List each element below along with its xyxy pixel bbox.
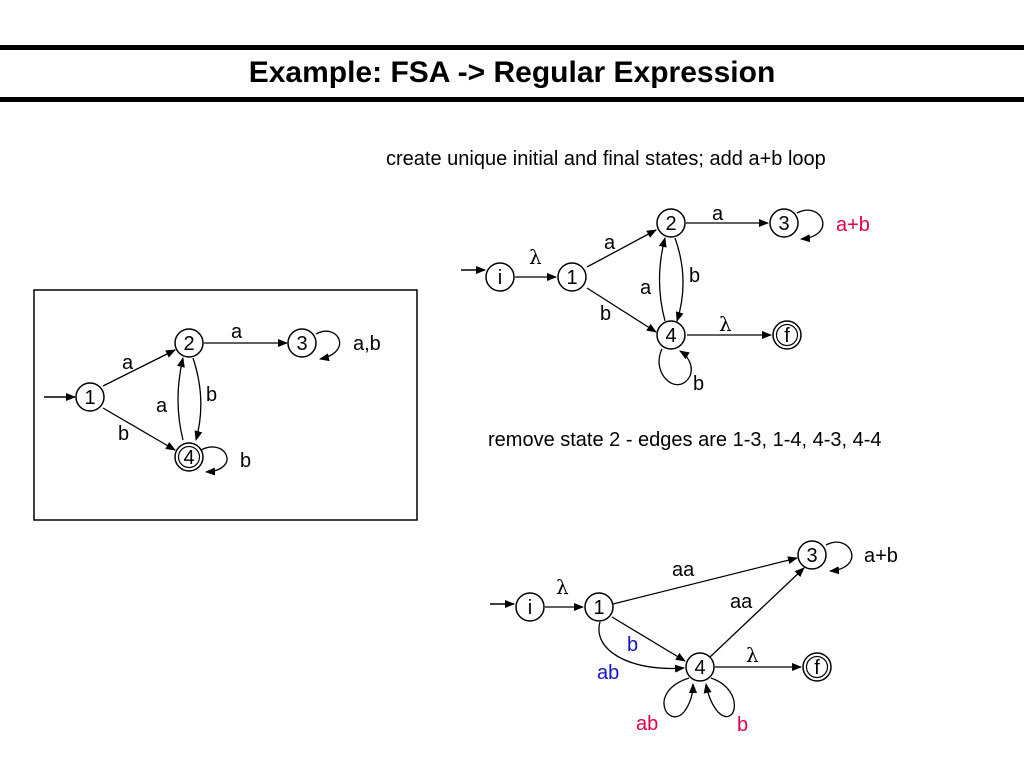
step1-state-f — [772, 320, 802, 350]
step2-edge-1-4-b — [611, 616, 686, 662]
step1-edge-1-4 — [586, 287, 657, 333]
state-4-label: 4 — [183, 447, 194, 469]
step1-state-4 — [656, 320, 686, 350]
step2-state-3-label: 3 — [806, 545, 817, 567]
step2-state-i — [515, 592, 545, 622]
step1-state-i — [485, 262, 515, 292]
step1-state-4-label: 4 — [665, 325, 676, 347]
step2-loop-4-ab — [663, 677, 697, 718]
edge-4-2 — [177, 357, 185, 441]
step1-label-loop-4: b — [693, 373, 704, 395]
step1-state-i-label: i — [498, 267, 502, 289]
label-loop-4: b — [240, 450, 251, 472]
state-2 — [174, 328, 204, 358]
step2-state-4 — [685, 652, 715, 682]
step1-edge-2-4 — [674, 237, 684, 322]
label-1-4: b — [118, 423, 129, 445]
step2-state-4-label: 4 — [694, 657, 705, 679]
step1-fsa: i 1 2 3 4 f λ a b a b a a+b λ b — [461, 203, 870, 395]
label-loop-3: a,b — [353, 333, 381, 355]
step2-edge-1-4-ab — [598, 621, 685, 673]
step1-state-f-ring — [775, 323, 799, 347]
step1-state-1 — [557, 262, 587, 292]
state-3-label: 3 — [296, 333, 307, 355]
step1-state-2 — [656, 208, 686, 238]
state-2-label: 2 — [183, 333, 194, 355]
step2-loop-4-b — [703, 677, 735, 718]
edge-1-2 — [102, 349, 176, 387]
step2-state-f-label: f — [814, 657, 820, 679]
slide-title: Example: FSA -> Regular Expression — [248, 56, 776, 89]
state-1 — [75, 382, 105, 412]
state-1-label: 1 — [84, 387, 95, 409]
step1-edge-4-2 — [658, 237, 667, 322]
step2-label-loop-4-b: b — [737, 714, 748, 736]
label-1-2: a — [122, 352, 134, 374]
step2-caption: remove state 2 - edges are 1-3, 1-4, 4-3… — [488, 429, 882, 451]
step1-state-f-label: f — [784, 325, 790, 347]
step2-label-loop-3: a+b — [864, 545, 898, 567]
step2-label-4-3: aa — [730, 591, 753, 613]
state-3 — [287, 328, 317, 358]
edge-1-4 — [102, 407, 176, 451]
bottom-rule — [0, 97, 1024, 102]
step1-label-1-4: b — [600, 303, 611, 325]
step2-label-1-4-ab: ab — [597, 662, 619, 684]
step1-loop-4 — [658, 348, 692, 386]
step1-label-loop-3: a+b — [836, 214, 870, 236]
step1-label-2-3: a — [712, 203, 724, 225]
step2-label-1-3: aa — [672, 559, 695, 581]
step2-label-1-4-b: b — [627, 634, 638, 656]
step2-state-3 — [797, 540, 827, 570]
step2-label-i-1: λ — [556, 575, 569, 599]
label-4-2: a — [156, 395, 168, 417]
step2-state-f-ring — [805, 655, 829, 679]
step2-state-f — [802, 652, 832, 682]
step1-state-2-label: 2 — [665, 213, 676, 235]
step2-state-1-label: 1 — [593, 597, 604, 619]
step1-state-3-label: 3 — [778, 213, 789, 235]
step2-state-i-label: i — [528, 597, 532, 619]
original-fsa-frame — [33, 289, 418, 521]
step2-label-4-f: λ — [746, 643, 759, 667]
step1-state-3 — [769, 208, 799, 238]
step1-edge-1-2 — [586, 229, 657, 268]
step2-loop-3 — [825, 541, 853, 575]
step1-label-4-2: a — [640, 277, 652, 299]
step1-label-i-1: λ — [529, 245, 542, 269]
top-rule — [0, 45, 1024, 50]
step2-edge-4-3 — [709, 567, 805, 658]
state-4-final-ring — [177, 445, 201, 469]
step2-edge-1-3 — [612, 556, 798, 605]
step1-label-4-f: λ — [719, 312, 732, 336]
step1-loop-3 — [796, 209, 824, 243]
step2-state-1 — [584, 592, 614, 622]
step1-caption: create unique initial and final states; … — [386, 148, 826, 170]
original-fsa: 1 2 3 4 a b a b a a,b b — [33, 289, 418, 521]
step1-state-1-label: 1 — [566, 267, 577, 289]
step2-label-loop-4-ab: ab — [636, 713, 658, 735]
step2-fsa: i 1 3 4 f λ aa b ab aa λ a+b ab b — [490, 540, 898, 736]
loop-3 — [315, 330, 341, 362]
label-2-4: b — [206, 384, 217, 406]
state-4-final — [174, 442, 204, 472]
step1-label-2-4: b — [689, 265, 700, 287]
label-2-3: a — [231, 321, 243, 343]
edge-2-4 — [192, 357, 203, 441]
loop-4 — [200, 446, 228, 476]
step1-label-1-2: a — [604, 232, 616, 254]
